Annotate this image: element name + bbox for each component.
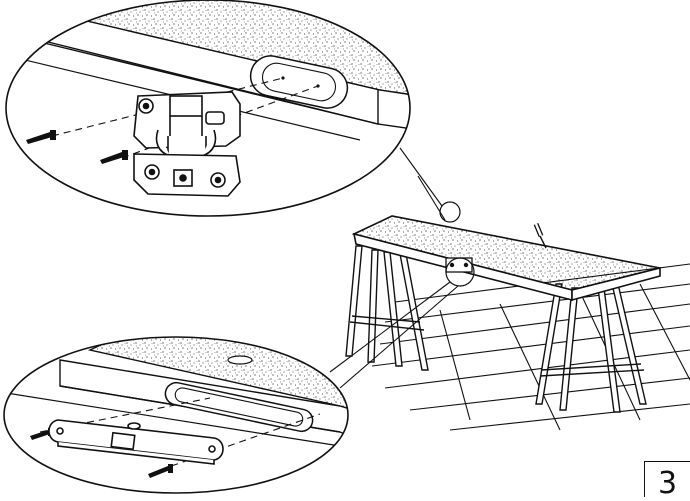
table-top [351, 201, 661, 302]
step-number: 3 [657, 466, 678, 501]
hinge-detail-callout [5, 0, 411, 217]
plate-detail-callout [3, 336, 349, 494]
sawhorse-right [535, 283, 647, 413]
callout-leaders [329, 147, 459, 389]
screwdriver-icon [533, 223, 547, 249]
step-number-box: 3 [644, 461, 690, 501]
screw-icon [148, 464, 173, 478]
screw-icon [100, 150, 128, 164]
screw-icon [26, 130, 56, 144]
